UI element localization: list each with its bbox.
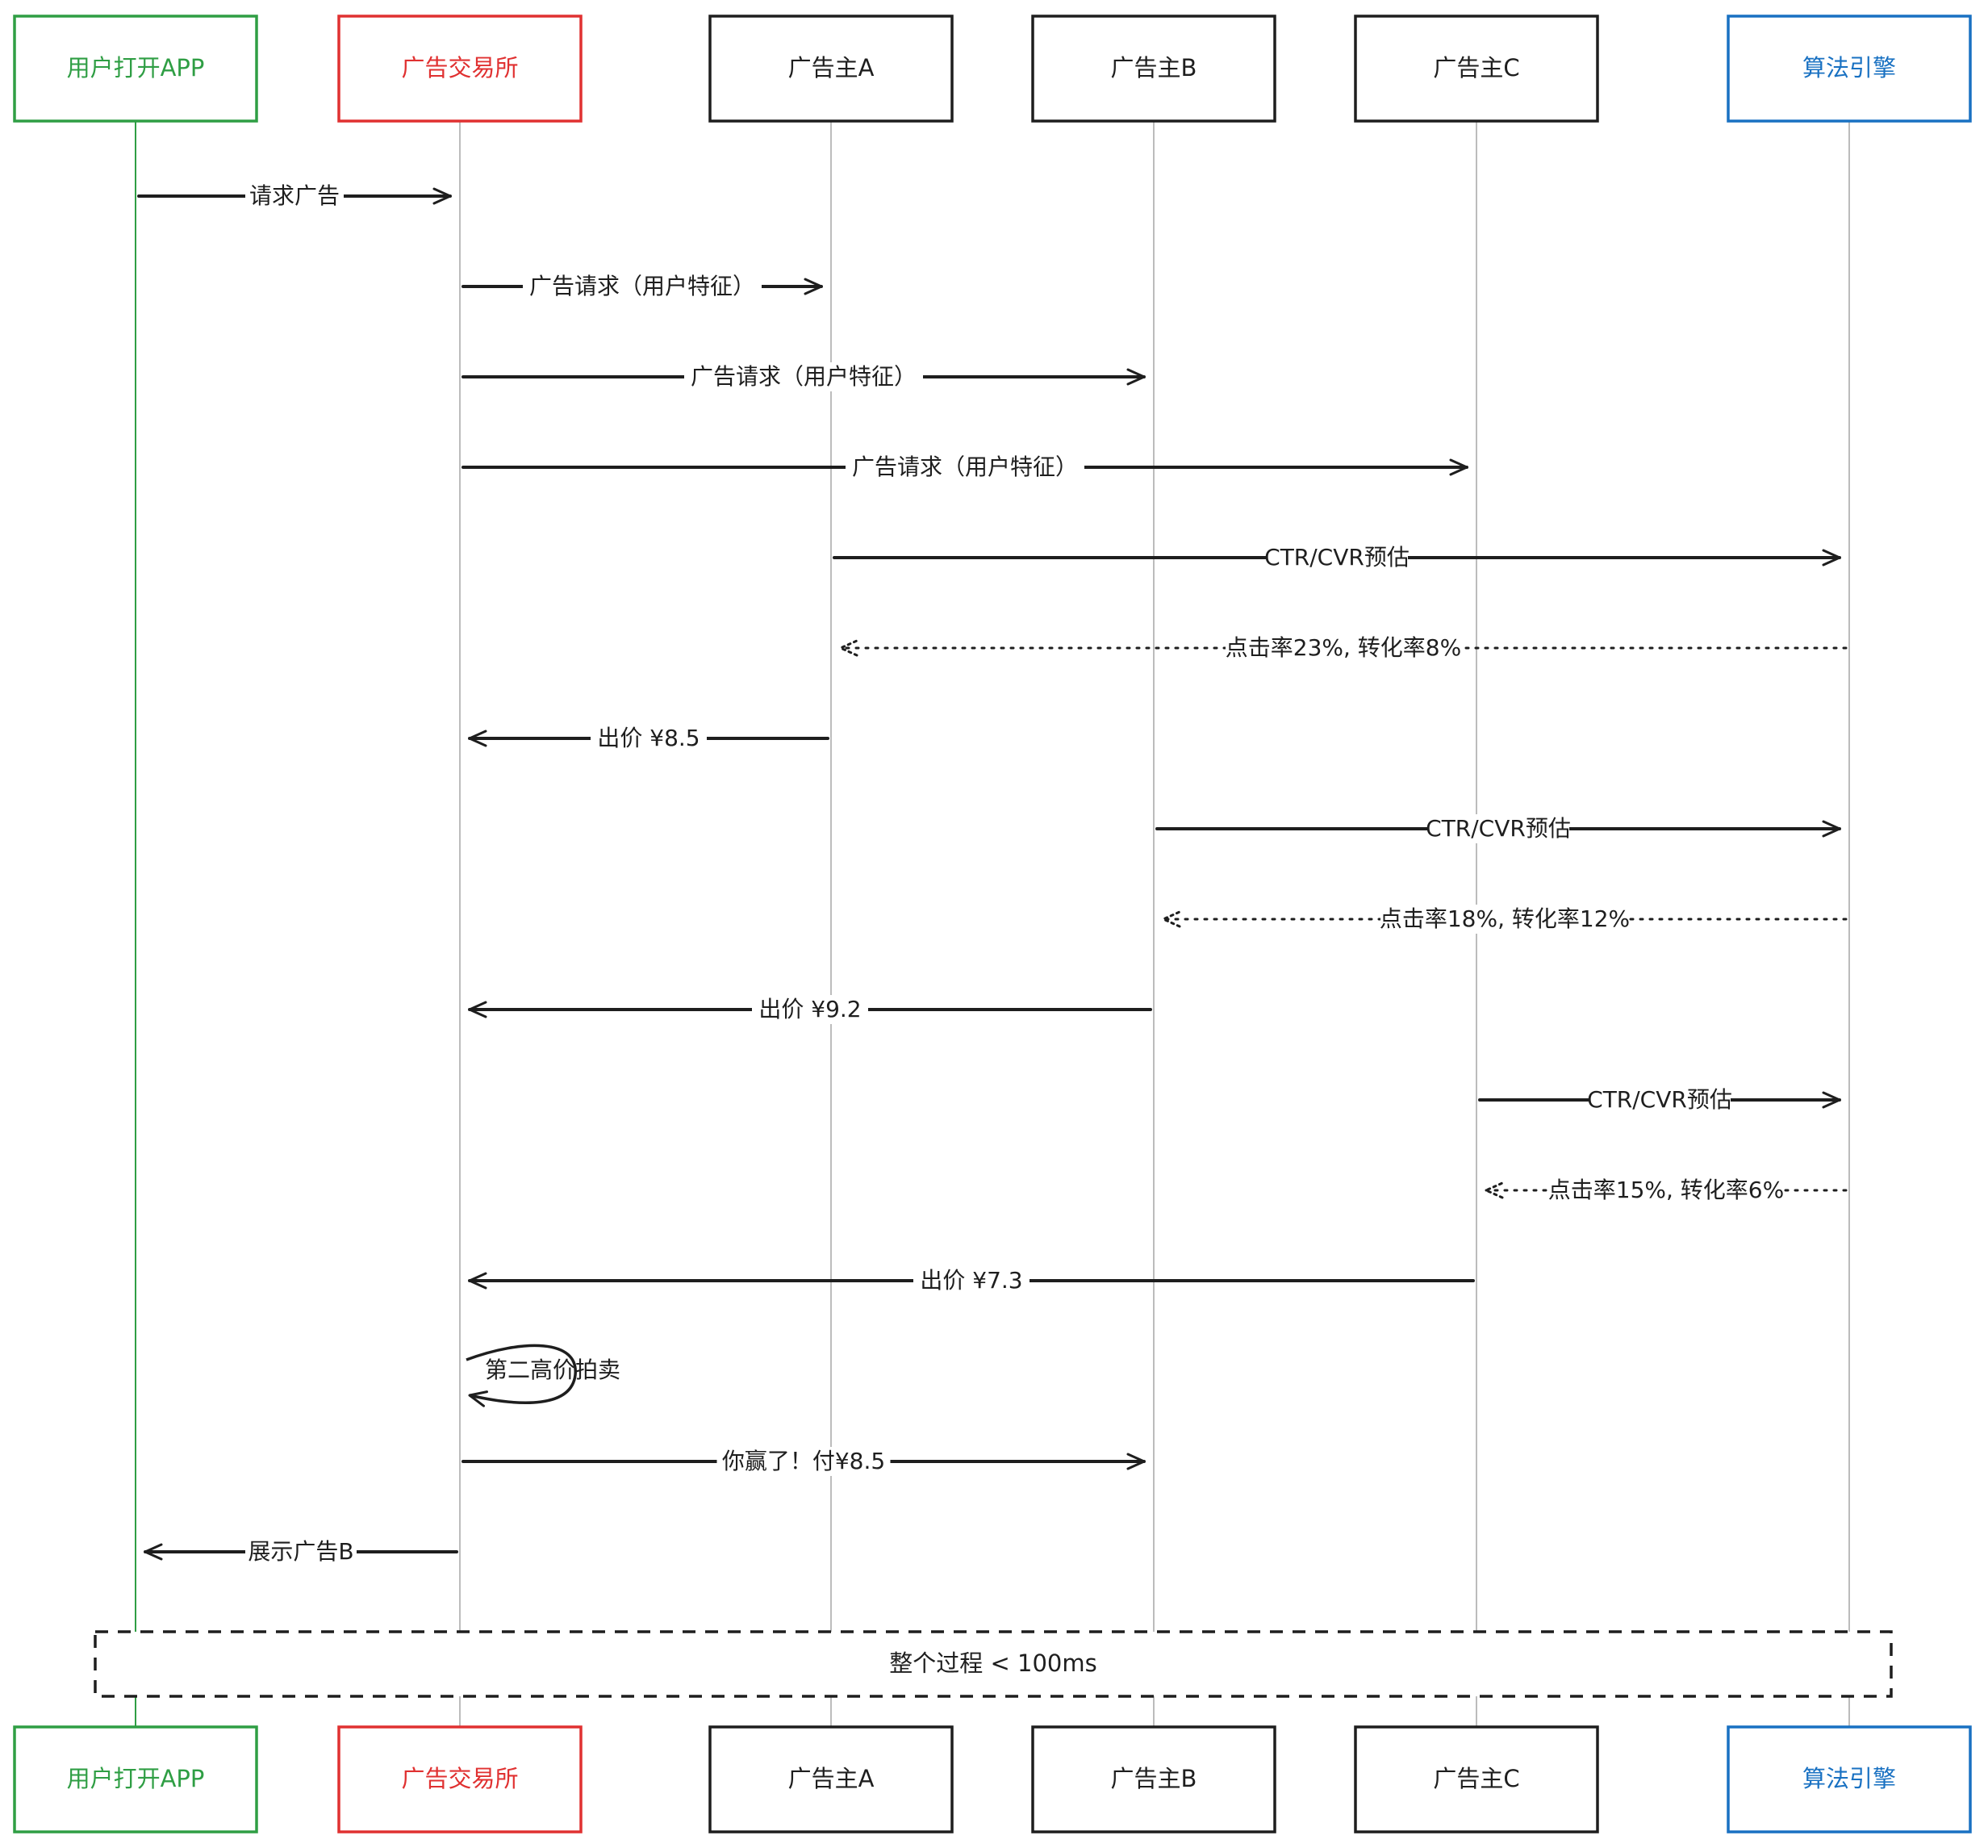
actor-algo-bottom: 算法引擎 (1727, 1725, 1972, 1833)
message-4: 广告请求（用户特征） (461, 453, 1468, 482)
label-background (591, 724, 707, 753)
message-13: 出价 ¥7.3 (468, 1266, 1475, 1295)
message-label: 点击率15%, 转化率6% (1548, 1177, 1784, 1203)
actor-box (1031, 15, 1276, 123)
message-14: 第二高价拍卖 (466, 1344, 620, 1407)
message-6: 点击率23%, 转化率8% (841, 633, 1848, 663)
actor-advB-top: 广告主B (1031, 15, 1276, 123)
actor-label: 算法引擎 (1802, 1765, 1896, 1792)
self-arrow (466, 1344, 577, 1407)
actor-advC-bottom: 广告主C (1354, 1725, 1599, 1833)
actor-box (13, 1725, 258, 1833)
message-label: CTR/CVR预估 (1264, 544, 1410, 571)
message-label: 广告请求（用户特征） (852, 454, 1078, 480)
actor-user-bottom: 用户打开APP (13, 1725, 258, 1833)
message-label: 第二高价拍卖 (485, 1357, 620, 1383)
label-background (245, 1537, 357, 1566)
label-background (752, 995, 868, 1024)
message-label: 点击率23%, 转化率8% (1226, 634, 1461, 661)
actors-top: 用户打开APP 广告交易所 广告主A 广告主B 广告主C 算法引擎 (13, 15, 1972, 123)
note-box (94, 1630, 1893, 1698)
label-background (1380, 905, 1629, 934)
actor-label: 广告主C (1433, 1765, 1519, 1792)
message-label: 点击率18%, 转化率12% (1380, 905, 1630, 932)
actor-algo-top: 算法引擎 (1727, 15, 1972, 123)
label-background (1427, 814, 1569, 843)
message-label: CTR/CVR预估 (1587, 1086, 1732, 1113)
message-2: 广告请求（用户特征） (461, 272, 823, 301)
actors-bottom: 用户打开APP 广告交易所 广告主A 广告主B 广告主C 算法引擎 (13, 1725, 1972, 1833)
message-label: 广告请求（用户特征） (529, 273, 755, 299)
message-label: 请求广告 (249, 182, 340, 209)
label-background (913, 1266, 1030, 1295)
message-1: 请求广告 (137, 182, 452, 211)
label-background (716, 1447, 891, 1476)
actor-label: 广告主B (1111, 54, 1197, 82)
message-10: 出价 ¥9.2 (468, 995, 1152, 1024)
actor-label: 广告交易所 (401, 54, 518, 82)
label-background (684, 362, 923, 391)
actor-label: 广告主A (788, 54, 875, 82)
label-background (846, 453, 1084, 482)
actor-box (1354, 1725, 1599, 1833)
actor-user-top: 用户打开APP (13, 15, 258, 123)
label-background (1589, 1085, 1731, 1114)
actor-box (1031, 1725, 1276, 1833)
actor-box (708, 1725, 954, 1833)
message-label: CTR/CVR预估 (1426, 815, 1571, 842)
actor-label: 广告主A (788, 1765, 875, 1792)
actor-label: 用户打开APP (67, 54, 205, 82)
actor-box (1354, 15, 1599, 123)
message-11: CTR/CVR预估 (1478, 1085, 1841, 1114)
label-background (1548, 1176, 1784, 1205)
label-background (523, 272, 762, 301)
actor-label: 广告交易所 (401, 1765, 518, 1792)
message-5: CTR/CVR预估 (833, 543, 1841, 572)
actor-exchange-bottom: 广告交易所 (337, 1725, 583, 1833)
message-12: 点击率15%, 转化率6% (1486, 1176, 1848, 1205)
note-layer: 整个过程 < 100ms (94, 1630, 1893, 1698)
actor-advC-top: 广告主C (1354, 15, 1599, 123)
message-3: 广告请求（用户特征） (461, 362, 1146, 391)
actor-exchange-top: 广告交易所 (337, 15, 583, 123)
actor-advB-bottom: 广告主B (1031, 1725, 1276, 1833)
message-label: 广告请求（用户特征） (691, 363, 917, 390)
message-15: 你赢了！付¥8.5 (461, 1447, 1146, 1476)
actor-advA-top: 广告主A (708, 15, 954, 123)
actor-label: 广告主C (1433, 54, 1519, 82)
label-background (1226, 633, 1461, 663)
actor-box (337, 1725, 583, 1833)
label-background (245, 182, 344, 211)
message-16: 展示广告B (144, 1537, 458, 1566)
actor-advA-bottom: 广告主A (708, 1725, 954, 1833)
actor-box (13, 15, 258, 123)
actor-box (1727, 1725, 1972, 1833)
actor-box (708, 15, 954, 123)
message-label: 出价 ¥7.3 (920, 1267, 1022, 1294)
message-label: 出价 ¥9.2 (758, 996, 861, 1022)
actor-label: 算法引擎 (1802, 54, 1896, 82)
actor-label: 广告主B (1111, 1765, 1197, 1792)
message-8: CTR/CVR预估 (1155, 814, 1841, 843)
label-background (1266, 543, 1408, 572)
note-label: 整个过程 < 100ms (889, 1649, 1096, 1677)
actor-box (1727, 15, 1972, 123)
message-7: 出价 ¥8.5 (468, 724, 829, 753)
actor-label: 用户打开APP (67, 1765, 205, 1792)
actor-box (337, 15, 583, 123)
message-label: 展示广告B (248, 1538, 353, 1565)
message-9: 点击率18%, 转化率12% (1163, 905, 1848, 934)
message-label: 出价 ¥8.5 (597, 725, 700, 751)
message-label: 你赢了！付¥8.5 (722, 1448, 885, 1474)
